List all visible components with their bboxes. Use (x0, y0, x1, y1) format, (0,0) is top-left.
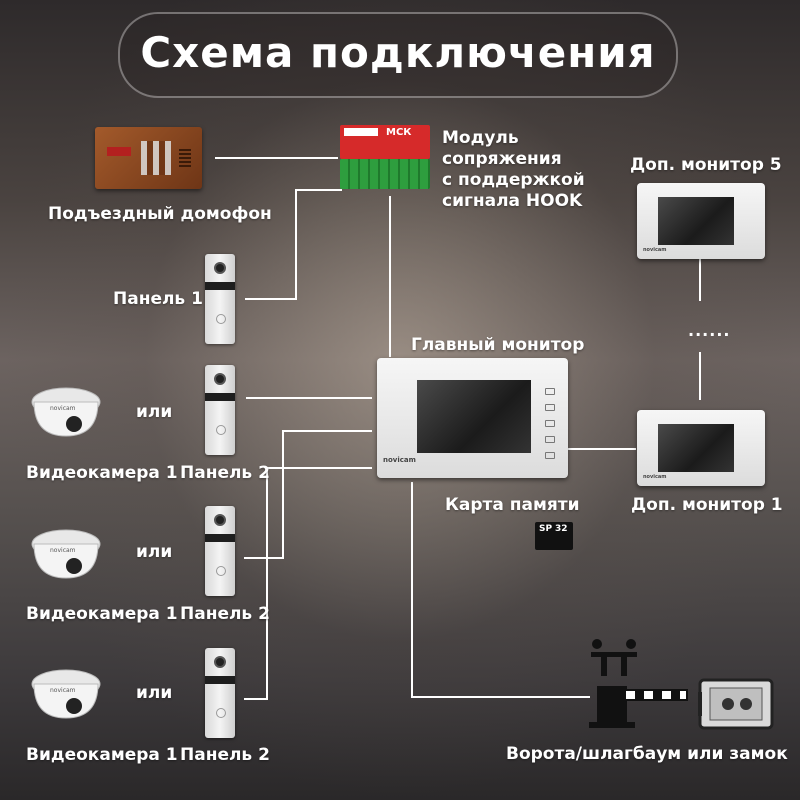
sd-size: 32 (555, 524, 568, 534)
panel-strip (205, 282, 235, 290)
intercom-keypad (141, 141, 171, 175)
camera-brand: novicam (50, 405, 76, 412)
monitor-brand: novicam (643, 474, 667, 480)
or-label-a: или (136, 402, 173, 422)
dome-camera-a: novicam (31, 387, 101, 437)
panel-2-c (205, 648, 235, 738)
call-button-icon (216, 566, 226, 576)
camera-lens-icon (214, 262, 226, 274)
camera-lens-icon (214, 514, 226, 526)
memory-card-icon: SP 32 (535, 522, 573, 550)
monitor-brand: novicam (383, 456, 416, 464)
ext-monitor-1-label: Доп. монитор 1 (631, 495, 783, 515)
intercom-speaker (179, 149, 191, 167)
panel-1-label: Панель 1 (113, 289, 203, 309)
monitor-screen (658, 424, 734, 472)
interface-module: МСК (340, 125, 432, 195)
call-button-icon (216, 708, 226, 718)
camera-brand: novicam (50, 547, 76, 554)
camera-label-b: Видеокамера 1 (26, 604, 178, 624)
intercom-icon (545, 452, 555, 459)
module-terminals (340, 159, 430, 189)
ext-monitor-1: novicam (637, 410, 765, 486)
camera-label-a: Видеокамера 1 (26, 463, 178, 483)
entrance-intercom (95, 127, 202, 189)
lock-icon (698, 678, 774, 730)
intercom-display (107, 147, 131, 156)
panel-2-a (205, 365, 235, 455)
camera-label-c: Видеокамера 1 (26, 745, 178, 765)
or-label-c: или (136, 683, 173, 703)
module-label: Модуль сопряжения с поддержкой сигнала H… (442, 128, 585, 211)
menu-icon (545, 388, 555, 395)
entrance-intercom-label: Подъездный домофон (48, 204, 272, 224)
sd-brand: SP (539, 524, 553, 534)
panel-2-b (205, 506, 235, 596)
gate-label: Ворота/шлагбаум или замок (506, 744, 788, 764)
panel-strip (205, 393, 235, 401)
module-board: МСК (340, 125, 430, 159)
dome-camera-c: novicam (31, 669, 101, 719)
camera-lens-icon (214, 656, 226, 668)
phone-icon (545, 420, 555, 427)
unlock-icon (545, 436, 555, 443)
dome-camera-b: novicam (31, 529, 101, 579)
module-logo (344, 128, 378, 136)
panel-2-label-c: Панель 2 (180, 745, 270, 765)
module-brand: МСК (386, 127, 412, 138)
title-frame (118, 12, 678, 98)
main-monitor: novicam (377, 358, 568, 478)
diagram-title: Схема подключения (140, 28, 656, 77)
panel-2-label-a: Панель 2 (180, 463, 270, 483)
call-button-icon (216, 425, 226, 435)
panel-strip (205, 676, 235, 684)
panel-strip (205, 534, 235, 542)
barrier-icon (589, 639, 688, 728)
main-monitor-label: Главный монитор (411, 335, 585, 355)
ext-monitor-5-label: Доп. монитор 5 (630, 155, 782, 175)
ext-monitor-5: novicam (637, 183, 765, 259)
call-button-icon (216, 314, 226, 324)
monitor-screen (658, 197, 734, 245)
camera-brand: novicam (50, 687, 76, 694)
or-label-b: или (136, 542, 173, 562)
monitor-screen (417, 380, 531, 453)
panel-2-label-b: Панель 2 (180, 604, 270, 624)
camera-lens-icon (214, 373, 226, 385)
more-monitors-ellipsis: ...... (688, 321, 731, 340)
photo-icon (545, 404, 555, 411)
memory-card-label: Карта памяти (445, 495, 580, 515)
monitor-brand: novicam (643, 247, 667, 253)
panel-1 (205, 254, 235, 344)
